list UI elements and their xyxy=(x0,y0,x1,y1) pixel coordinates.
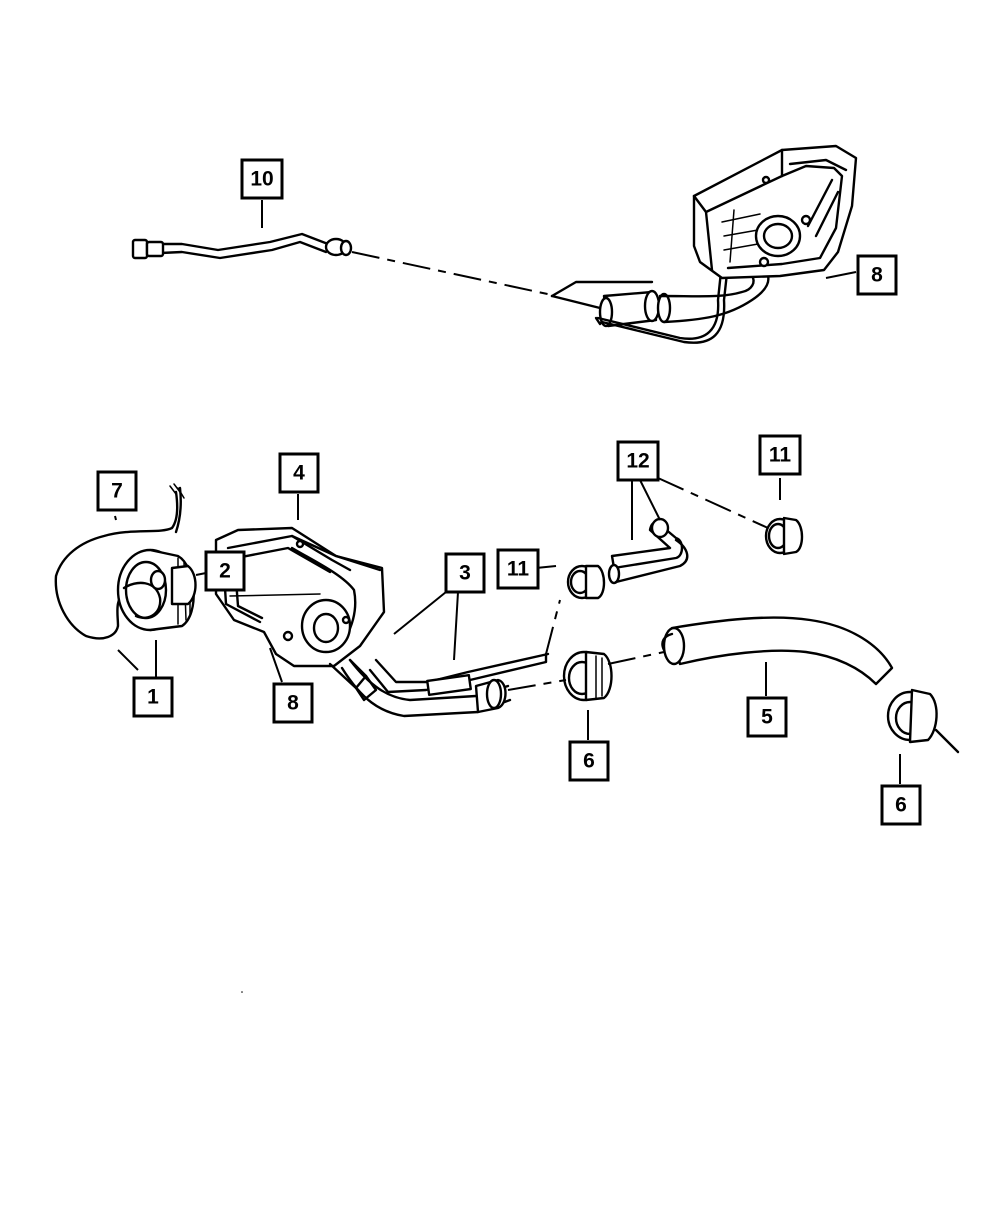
callout-label-1: 1 xyxy=(147,686,159,709)
filler-neck-tube-top xyxy=(550,260,770,344)
callout-label-6-left: 6 xyxy=(583,750,595,773)
callout-2: 2 xyxy=(204,550,246,592)
callout-label-5: 5 xyxy=(761,706,773,729)
hose-clamp-6-right xyxy=(886,688,960,754)
callout-8-bottom: 8 xyxy=(272,682,314,724)
hose-clamp-11-right xyxy=(764,516,804,556)
callout-11-left: 11 xyxy=(496,548,540,590)
callout-label-11-right: 11 xyxy=(769,444,792,467)
callout-label-3: 3 xyxy=(459,562,471,585)
stray-dot xyxy=(241,991,243,993)
leader-lines xyxy=(114,200,901,784)
callout-6-right: 6 xyxy=(880,784,922,826)
cap-seal-2 xyxy=(170,564,197,606)
callout-1: 1 xyxy=(132,676,174,718)
callout-label-10: 10 xyxy=(250,168,273,191)
callout-label-8-top: 8 xyxy=(871,264,883,287)
tether-cable-7 xyxy=(54,490,179,640)
callout-label-4: 4 xyxy=(293,462,305,485)
filler-housing-bottom xyxy=(214,526,386,702)
callout-label-6-right: 6 xyxy=(895,794,907,817)
callout-label-12: 12 xyxy=(626,450,649,473)
callout-label-7: 7 xyxy=(111,480,123,503)
top-filler-assembly xyxy=(131,144,858,344)
callout-11-right: 11 xyxy=(758,434,802,476)
filler-tube-3 xyxy=(340,652,550,718)
callout-5: 5 xyxy=(746,696,788,738)
fuel-cap-and-tether xyxy=(54,483,197,640)
callout-4: 4 xyxy=(278,452,320,494)
callout-3: 3 xyxy=(444,552,486,594)
callout-label-2: 2 xyxy=(219,560,231,583)
callout-label-8-bottom: 8 xyxy=(287,692,299,715)
filler-hose-5 xyxy=(661,616,894,686)
callout-12: 12 xyxy=(616,440,660,482)
wire-harness-10 xyxy=(131,232,353,260)
callout-10: 10 xyxy=(240,158,284,200)
callout-7: 7 xyxy=(96,470,138,512)
filler-housing-top xyxy=(692,144,858,280)
vent-hose-12 xyxy=(607,517,689,585)
callout-8-top: 8 xyxy=(856,254,898,296)
hose-clamp-11-left xyxy=(566,564,606,600)
connection-lines xyxy=(507,477,769,691)
callout-6-left: 6 xyxy=(568,740,610,782)
callout-label-11-left: 11 xyxy=(507,558,530,581)
hose-clamp-6-left xyxy=(562,650,613,702)
connection-line-harness xyxy=(351,251,553,296)
